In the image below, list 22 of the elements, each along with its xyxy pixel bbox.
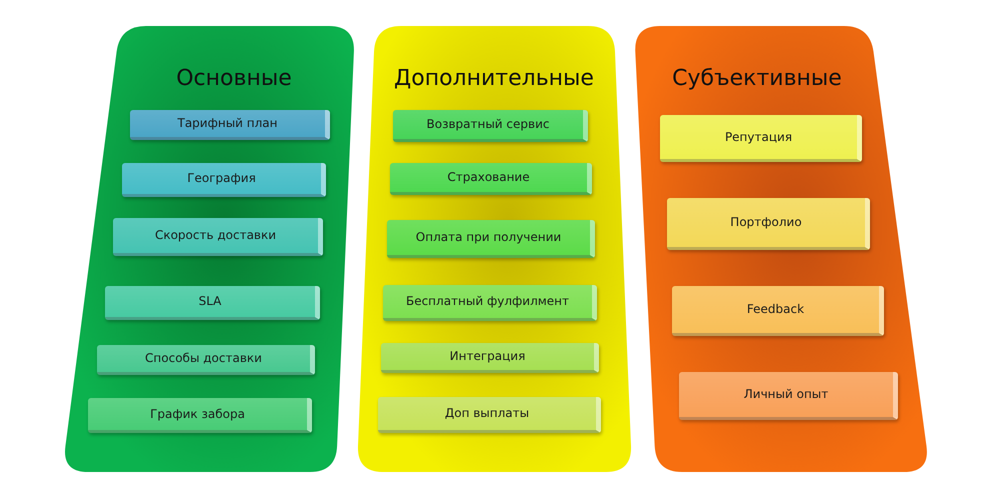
- panel-heading: Дополнительные: [394, 66, 594, 92]
- criterion-tile: Способы доставки: [97, 345, 315, 375]
- category-panel: [634, 26, 930, 472]
- criterion-tile: Страхование: [390, 163, 592, 195]
- criterion-tile: Оплата при получении: [387, 220, 595, 258]
- criterion-tile: Бесплатный фулфилмент: [383, 285, 597, 321]
- panel-heading: Субъективные: [672, 66, 842, 92]
- category-panel: [62, 26, 355, 472]
- criterion-tile: Портфолио: [667, 198, 870, 250]
- criterion-tile: Интеграция: [381, 343, 599, 373]
- category-panel: [357, 26, 632, 472]
- criterion-tile: Репутация: [660, 115, 862, 162]
- criterion-tile: Личный опыт: [679, 372, 898, 420]
- criterion-tile: Скорость доставки: [113, 218, 323, 256]
- criterion-tile: Тарифный план: [130, 110, 330, 140]
- criterion-tile: SLA: [105, 286, 320, 320]
- panel-heading: Основные: [176, 66, 292, 92]
- criterion-tile: Доп выплаты: [378, 397, 601, 433]
- criterion-tile: График забора: [88, 398, 312, 433]
- criterion-tile: Feedback: [672, 286, 884, 336]
- criterion-tile: География: [122, 163, 326, 197]
- criterion-tile: Возвратный сервис: [393, 110, 588, 142]
